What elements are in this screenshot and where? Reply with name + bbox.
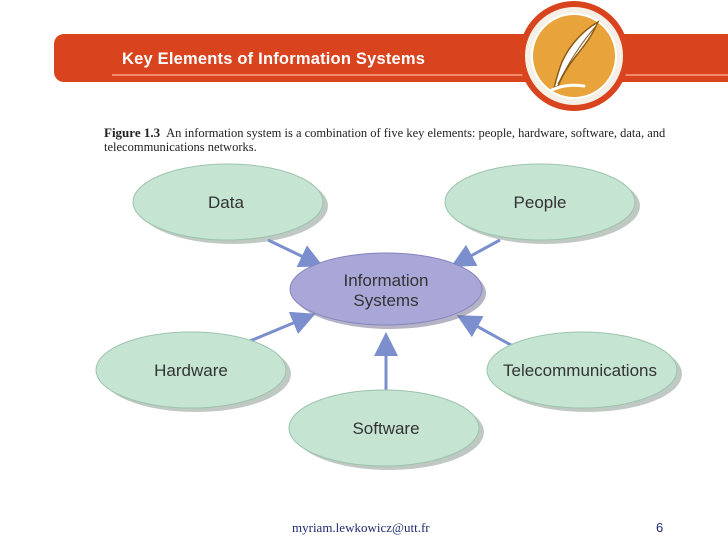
quill-logo-icon xyxy=(519,1,629,111)
node-telecommunications xyxy=(486,331,678,409)
node-hardware xyxy=(95,331,287,409)
center-label-line2: Systems xyxy=(353,291,418,310)
footer-email: myriam.lewkowicz@utt.fr xyxy=(292,520,430,535)
node-people-label: People xyxy=(514,193,567,212)
page-number: 6 xyxy=(656,520,664,535)
title-bar-line xyxy=(112,74,728,76)
arrow-people-to-center xyxy=(450,238,501,267)
node-people xyxy=(444,163,636,241)
node-telecommunications-label: Telecommunications xyxy=(503,361,657,380)
node-software xyxy=(288,389,480,467)
figure-label: Figure 1.3 xyxy=(104,125,161,140)
center-label-line1: Information xyxy=(343,271,428,290)
slide-title: Key Elements of Information Systems xyxy=(122,50,426,68)
node-data-label: Data xyxy=(208,193,244,212)
node-software-label: Software xyxy=(352,419,419,438)
arrow-data-to-center xyxy=(267,238,324,268)
node-data xyxy=(132,163,324,241)
node-hardware-label: Hardware xyxy=(154,361,228,380)
figure-caption-text: An information system is a combination o… xyxy=(104,126,666,154)
node-information-systems xyxy=(289,252,483,326)
